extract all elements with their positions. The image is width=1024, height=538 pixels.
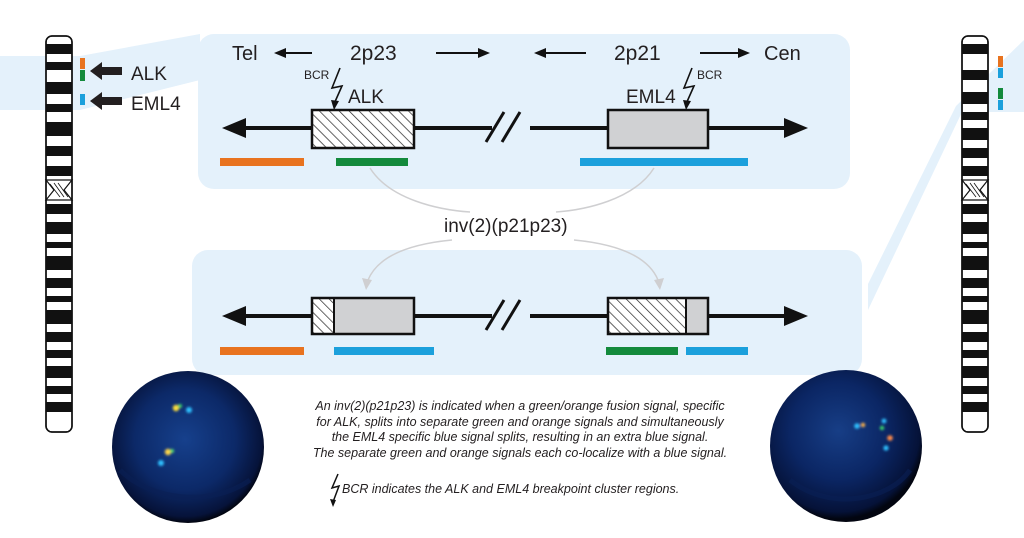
caption-line-2: for ALK, splits into separate green and … xyxy=(316,414,724,429)
caption-line-4: The separate green and orange signals ea… xyxy=(312,445,728,460)
inversion-connector-curves xyxy=(362,167,664,290)
blue-probe-bar-inverted-left xyxy=(334,347,434,355)
alk-legend-arrow-icon xyxy=(90,62,122,80)
blue-probe-bar xyxy=(580,158,748,166)
normal-panel xyxy=(198,34,850,189)
fish-nucleus-inverted xyxy=(770,370,922,522)
left-arrow-2p21-icon xyxy=(534,48,586,58)
green-probe-bar-inverted xyxy=(606,347,678,355)
cen-label: Cen xyxy=(764,43,801,65)
caption-line-1: An inv(2)(p21p23) is indicated when a gr… xyxy=(315,399,725,413)
alk-gene-label: ALK xyxy=(348,87,384,108)
eml4-gene-box xyxy=(606,108,710,150)
orange-probe-bar xyxy=(220,158,304,166)
caption-line-3: the EML4 specific blue signal splits, re… xyxy=(331,430,709,444)
alk-orange-legend-bar xyxy=(80,58,85,69)
alk-green-legend-bar xyxy=(80,70,85,81)
chromosome-2-right xyxy=(960,35,990,433)
alk-gene-box xyxy=(310,108,416,150)
bcr-lightning-eml4-icon xyxy=(682,67,696,110)
tel-arrow-icon xyxy=(274,48,312,58)
chromosome-2-left xyxy=(44,35,74,433)
inversion-label: inv(2)(p21p23) xyxy=(444,216,568,237)
right-blue-marker xyxy=(998,68,1003,78)
eml4-legend-arrow-icon xyxy=(90,92,122,110)
right-blue-marker-2 xyxy=(998,100,1003,110)
band-2p23-label: 2p23 xyxy=(350,42,397,65)
right-arrow-2p23-icon xyxy=(436,48,490,58)
bcr-note-lightning-icon xyxy=(330,473,341,507)
legend-eml4-label: EML4 xyxy=(131,94,181,115)
bcr-lightning-alk-icon xyxy=(330,67,344,110)
eml4-gene-label: EML4 xyxy=(626,87,676,108)
bcr-label-eml4: BCR xyxy=(697,68,723,82)
bcr-note-text: BCR indicates the ALK and EML4 breakpoin… xyxy=(342,482,680,496)
fish-nucleus-normal xyxy=(112,371,264,523)
fusion-box-eml4-alk xyxy=(606,296,710,336)
zoom-wedge-right xyxy=(868,40,1024,310)
eml4-blue-legend-bar xyxy=(80,94,85,105)
fusion-box-alk-eml4 xyxy=(310,296,416,336)
tel-label: Tel xyxy=(232,43,258,65)
bcr-label-alk: BCR xyxy=(304,68,330,82)
orange-probe-bar-inverted xyxy=(220,347,304,355)
right-orange-marker xyxy=(998,56,1003,67)
band-2p21-label: 2p21 xyxy=(614,42,661,65)
green-probe-bar xyxy=(336,158,408,166)
right-green-marker xyxy=(998,88,1003,99)
legend-alk-label: ALK xyxy=(131,64,167,85)
inverted-panel xyxy=(192,250,862,375)
cen-arrow-icon xyxy=(700,48,750,58)
caption-text: An inv(2)(p21p23) is indicated when a gr… xyxy=(276,399,764,461)
blue-probe-bar-inverted-right xyxy=(686,347,748,355)
